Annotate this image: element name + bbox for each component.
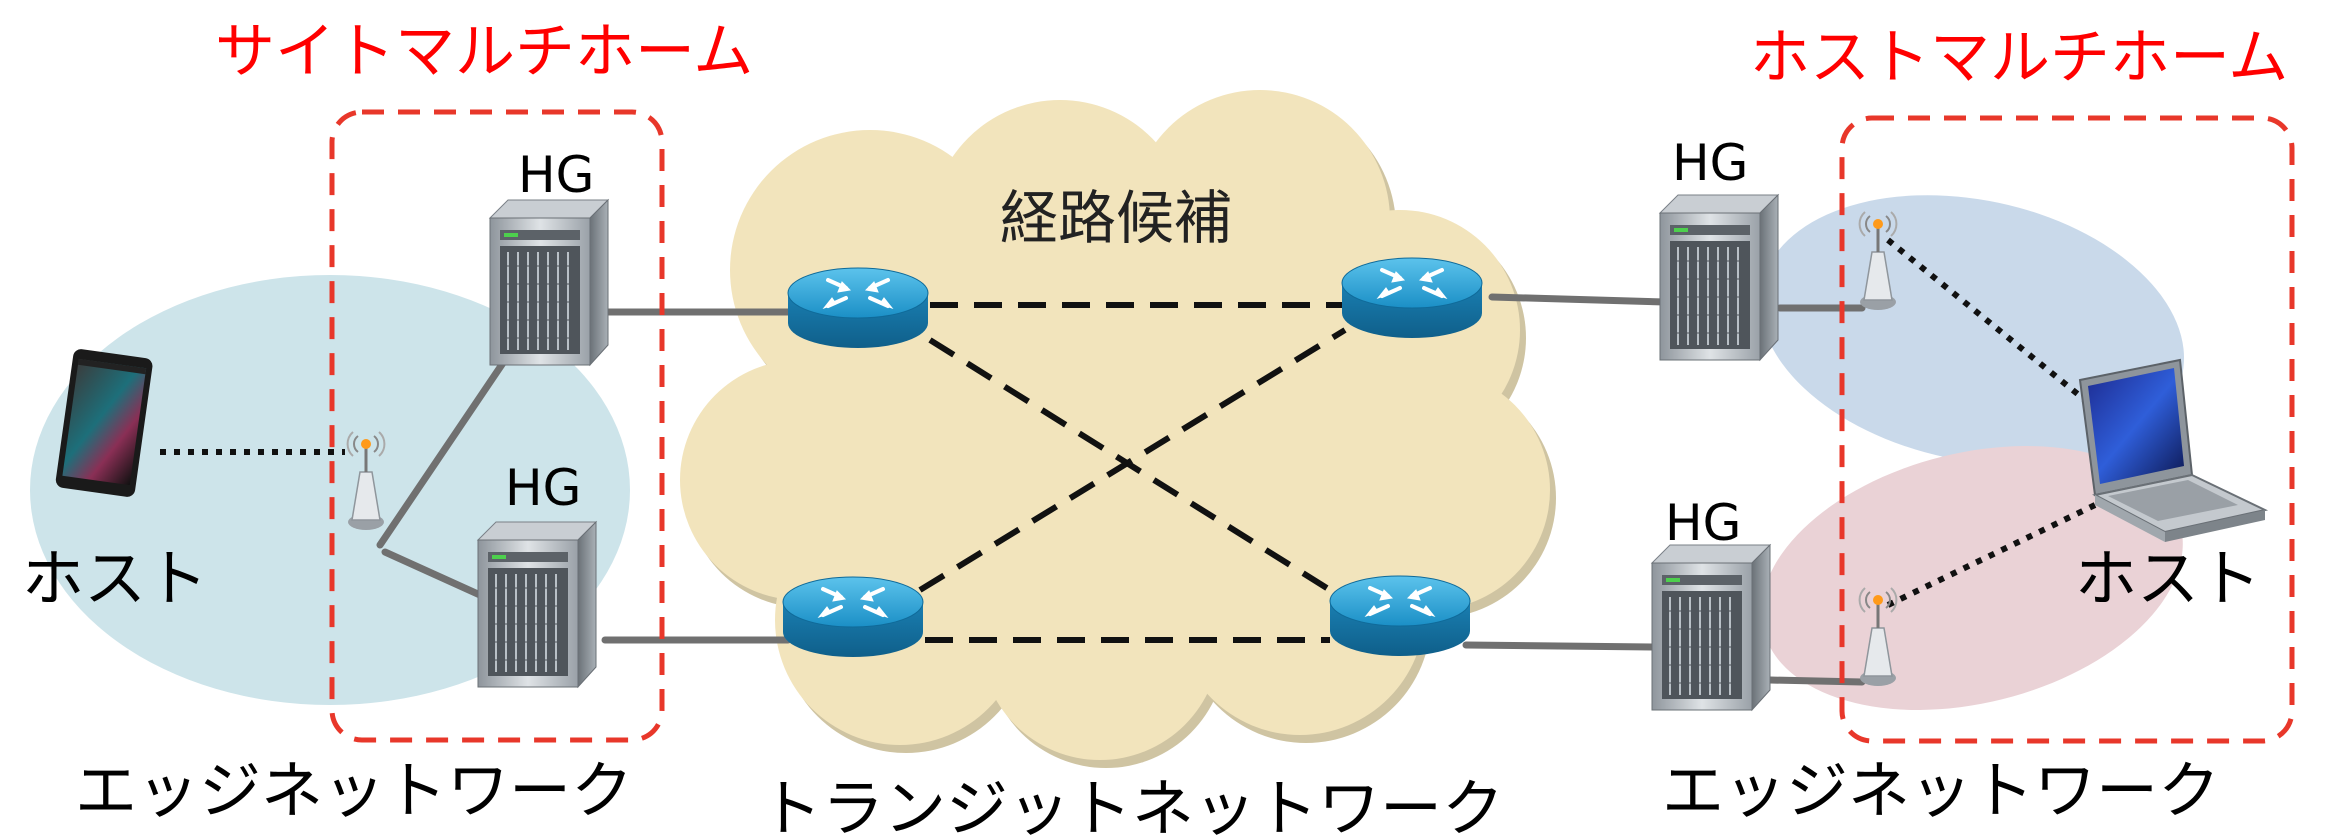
link-ap-hg-left-bottom <box>381 548 484 599</box>
hg-label: HG <box>1672 134 1748 192</box>
hg-label: HG <box>1665 494 1741 552</box>
router-icon <box>1328 574 1472 658</box>
wireless-ap-laptop-top <box>1886 237 2087 403</box>
path-candidates-label: 経路候補 <box>1000 184 1232 252</box>
server-icon <box>489 199 609 366</box>
router-icon <box>781 575 925 659</box>
wireless-ap-laptop-bottom <box>1886 502 2097 608</box>
site-multihome-box <box>329 109 665 743</box>
server-icon <box>1651 544 1771 711</box>
dashed-diagonal-up <box>918 327 1347 593</box>
link-router-hg-right-bottom <box>1462 641 1659 651</box>
right-top-edge-area <box>1759 195 2185 465</box>
link-router-hg-right-top <box>1488 293 1669 306</box>
host-multihome-box <box>1839 115 2295 744</box>
server-icon <box>477 521 597 688</box>
solid-links <box>376 293 1866 686</box>
tablet-icon <box>55 349 153 497</box>
host-multihome-label: ホストマルチホーム <box>1750 23 2288 93</box>
link-hg-right-bottom-ap <box>1766 676 1866 686</box>
link-ap-hg-left-top <box>376 356 509 549</box>
edge-network-right-label: エッジネットワーク <box>1662 754 2220 827</box>
wireless-links <box>160 237 2097 608</box>
path-candidate-links <box>918 302 1347 643</box>
site-multihome-label: サイトマルチホーム <box>215 17 753 87</box>
hg-label: HG <box>518 146 594 204</box>
laptop-icon <box>2078 358 2269 542</box>
edge-network-left-label: エッジネットワーク <box>75 754 633 827</box>
host-left-label: ホスト <box>22 542 208 615</box>
router-icon <box>786 266 930 350</box>
hg-label: HG <box>505 459 581 517</box>
router-icon <box>1340 256 1484 340</box>
transit-network-label: トランジットネットワーク <box>760 772 1504 840</box>
server-icon <box>1659 194 1779 361</box>
host-right-label: ホスト <box>2075 542 2261 615</box>
